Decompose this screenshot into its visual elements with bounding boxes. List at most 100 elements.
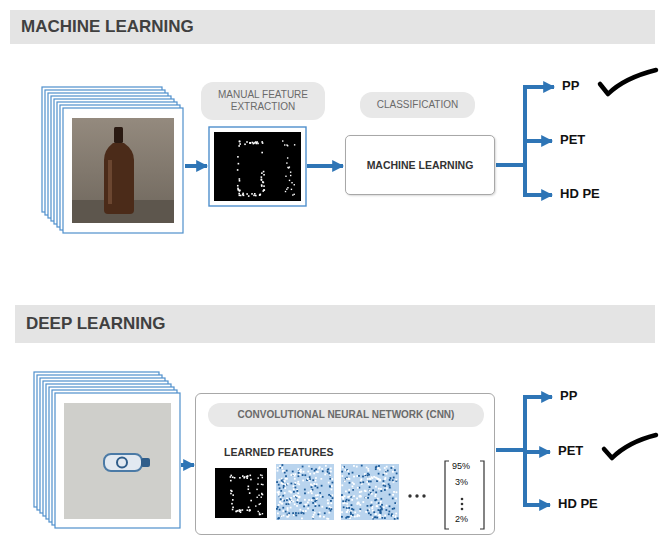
noise-dot — [384, 485, 386, 487]
noise-dot — [380, 488, 382, 490]
feature-dot — [263, 171, 265, 173]
noise-dot — [309, 480, 311, 482]
flow-arrow — [523, 193, 552, 197]
noise-dot — [286, 484, 288, 486]
noise-dot — [368, 489, 370, 491]
noise-dot — [330, 508, 332, 510]
section-band: MACHINE LEARNING — [10, 10, 655, 44]
feature-dot — [262, 494, 263, 495]
noise-dot — [311, 486, 313, 488]
noise-dot — [376, 505, 378, 507]
noise-dot — [345, 490, 347, 492]
image-stack — [42, 87, 183, 233]
noise-dot — [331, 485, 333, 487]
noise-dot — [277, 491, 279, 493]
noise-dot — [294, 503, 296, 505]
feature-dot — [242, 475, 244, 477]
noise-dot — [341, 494, 343, 496]
noise-dot — [389, 479, 391, 481]
noise-dot — [393, 508, 395, 510]
feature-dot — [239, 477, 241, 479]
noise-dot — [302, 474, 304, 476]
noise-dot — [377, 467, 379, 469]
noise-dot — [290, 492, 292, 494]
noise-dot — [317, 487, 319, 489]
noise-dot — [378, 502, 380, 504]
noise-dot — [327, 499, 329, 501]
image-frame — [60, 105, 180, 230]
noise-dot — [309, 473, 311, 475]
feature-dot — [286, 162, 287, 163]
noise-dot — [330, 502, 332, 504]
feature-dot — [257, 483, 258, 484]
dot — [422, 494, 425, 497]
noise-dot — [392, 494, 394, 496]
feature-dot — [239, 180, 241, 182]
noise-dot — [326, 518, 328, 520]
noise-dot — [290, 497, 292, 499]
noise-dot — [364, 473, 366, 475]
noise-dot — [313, 473, 315, 475]
noise-dot — [365, 475, 367, 477]
feature-dot — [249, 475, 251, 477]
step-label: CLASSIFICATION — [360, 92, 475, 118]
feature-dot — [287, 145, 288, 146]
noise-dot — [394, 502, 396, 504]
noise-dot — [394, 518, 396, 520]
feature-dot — [287, 187, 288, 188]
noise-dot — [288, 512, 290, 514]
noise-dot — [296, 505, 298, 507]
feature-dot — [231, 490, 233, 492]
feature-dot — [247, 509, 249, 511]
noise-dot — [341, 471, 343, 473]
noise-dot — [347, 509, 349, 511]
noise-dot — [324, 474, 326, 476]
noise-dot — [359, 504, 361, 506]
flow-arrow — [185, 164, 207, 168]
noise-dot — [342, 466, 344, 468]
noise-dot — [280, 515, 282, 517]
noise-dot — [350, 512, 352, 514]
noise-dot — [311, 492, 313, 494]
noise-dot — [389, 485, 391, 487]
feature-dot — [294, 184, 295, 185]
noise-dot — [293, 514, 295, 516]
noise-dot — [379, 480, 381, 482]
noise-dot — [362, 481, 364, 483]
noise-dot — [284, 487, 286, 489]
feature-dot — [230, 476, 232, 478]
node-text: CONVOLUTIONAL NEURAL NETWORK (CNN) — [238, 409, 455, 422]
noise-dot — [368, 474, 370, 476]
noise-dot — [307, 502, 309, 504]
noise-dot — [308, 492, 310, 494]
noise-dot — [304, 504, 306, 506]
noise-dot — [330, 467, 332, 469]
feature-dot — [257, 511, 258, 512]
feature-dot — [262, 181, 264, 183]
noise-dot — [294, 514, 296, 516]
bottle-photo — [72, 118, 174, 223]
noise-dot — [308, 505, 310, 507]
check-mark — [604, 435, 656, 458]
noise-dot — [287, 509, 289, 511]
noise-dot — [297, 468, 299, 470]
feature-image — [214, 132, 301, 201]
noise-dot — [318, 505, 320, 507]
noise-dot — [311, 499, 313, 501]
feature-dot — [263, 174, 265, 176]
feature-dot — [230, 493, 232, 495]
noise-dot — [281, 467, 283, 469]
noise-dot — [342, 500, 344, 502]
feature-dot — [256, 141, 258, 143]
image-frame — [57, 102, 177, 227]
feature-dot — [251, 193, 253, 195]
feature-dot — [250, 500, 252, 502]
flow-arrow — [307, 164, 343, 168]
feature-dot — [249, 142, 251, 144]
noise-dot — [378, 465, 380, 467]
feature-dot — [285, 176, 286, 177]
noise-dot — [331, 494, 333, 496]
noise-dot — [298, 472, 300, 474]
feature-dot — [262, 484, 263, 485]
noise-dot — [375, 486, 377, 488]
